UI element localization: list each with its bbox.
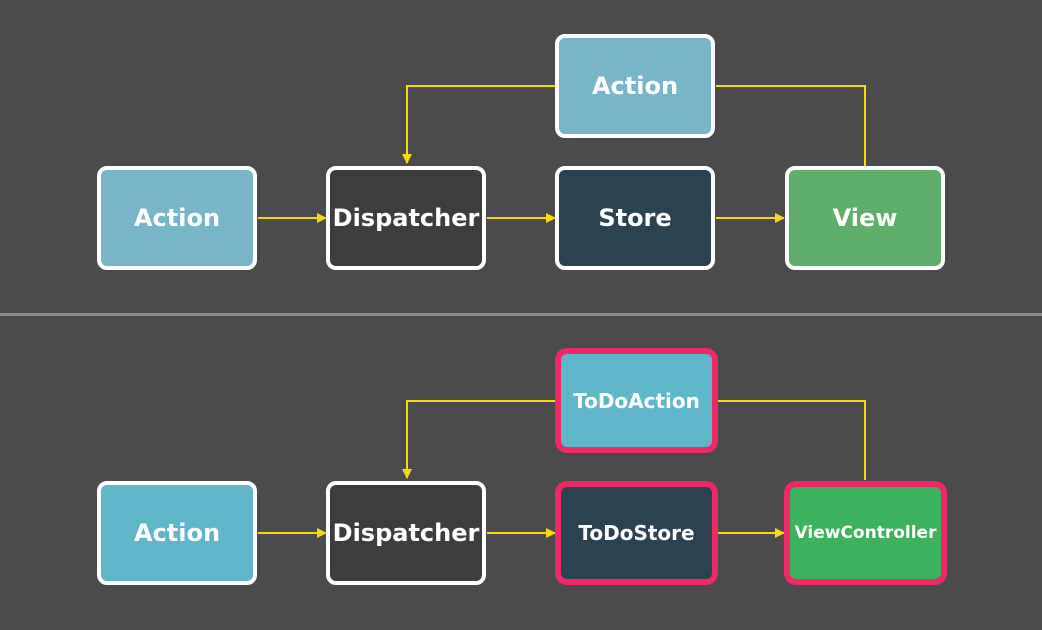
dispatcher-node: Dispatcher (326, 166, 486, 270)
view-node: View (785, 166, 945, 270)
store-node: Store (555, 166, 715, 270)
todostore-node: ToDoStore (555, 481, 718, 585)
action-node: Action (97, 166, 257, 270)
dispatcher-node: Dispatcher (326, 481, 486, 585)
section-divider (0, 313, 1042, 316)
action-node: Action (97, 481, 257, 585)
viewcontroller-node: ViewController (784, 481, 947, 585)
action-feedback-node: Action (555, 34, 715, 138)
todoaction-node: ToDoAction (555, 348, 718, 453)
